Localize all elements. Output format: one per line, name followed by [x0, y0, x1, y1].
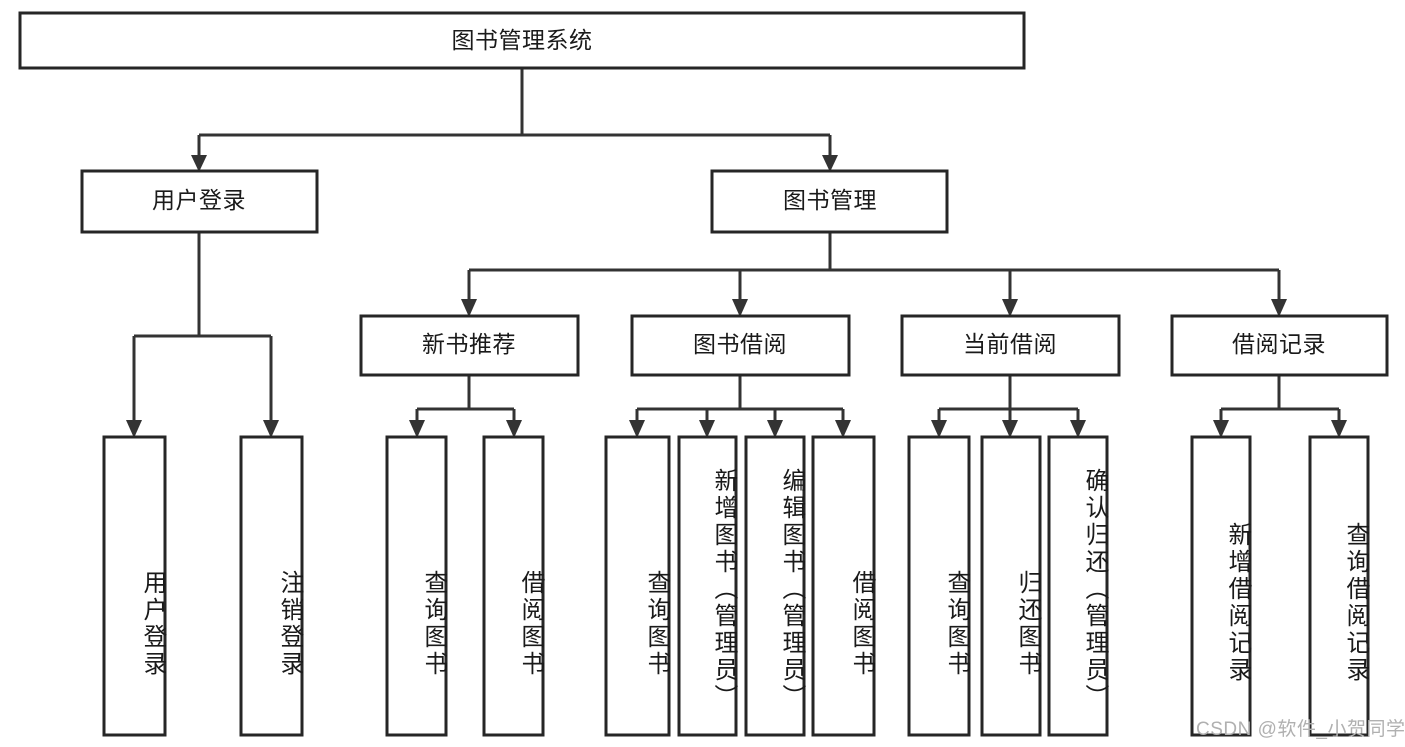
node-root[interactable]: 图书管理系统 — [18, 11, 1026, 70]
node-current-borrow-box[interactable] — [900, 314, 1121, 377]
leaf-add-book-admin-box[interactable] — [677, 435, 738, 737]
arrow-to-leaf-query-book-2 — [629, 420, 645, 438]
node-current-borrow[interactable]: 当前借阅 — [900, 314, 1121, 377]
node-borrow-record-box[interactable] — [1170, 314, 1389, 377]
connector-root-stem — [197, 68, 832, 156]
connector-book-borrow-stem — [635, 375, 845, 422]
arrow-to-book-borrow — [732, 299, 748, 317]
arrow-to-leaf-borrow-book-2 — [835, 420, 851, 438]
node-new-book-recommend-label: 新书推荐 — [422, 331, 516, 357]
leaf-return-book-box[interactable] — [980, 435, 1042, 737]
arrow-to-leaf-query-book-1 — [409, 420, 425, 438]
node-book-borrow[interactable]: 图书借阅 — [630, 314, 851, 377]
leaf-borrow-book-2-box[interactable] — [811, 435, 876, 737]
csdn-watermark: CSDN @软件_小贺同学 — [1196, 719, 1405, 740]
leaf-borrow-book-1-box[interactable] — [482, 435, 545, 737]
arrow-to-leaf-query-book-3 — [931, 420, 947, 438]
connector-book-management-stem — [467, 232, 1281, 301]
node-root-label: 图书管理系统 — [452, 27, 593, 53]
arrow-to-leaf-edit-book-admin — [767, 420, 783, 438]
leaf-add-borrow-record-box[interactable] — [1190, 435, 1252, 737]
arrow-to-current-borrow — [1002, 299, 1018, 317]
leaf-edit-book-admin-box[interactable] — [744, 435, 806, 737]
arrow-to-leaf-return-book — [1002, 420, 1018, 438]
leaf-logout-box[interactable] — [239, 435, 304, 737]
leaf-confirm-return-admin-box[interactable] — [1047, 435, 1109, 737]
connector-user-login-stem — [132, 232, 273, 422]
leaf-query-book-2-box[interactable] — [604, 435, 671, 737]
arrow-to-borrow-record — [1271, 299, 1287, 317]
arrow-to-leaf-add-book-admin — [699, 420, 715, 438]
node-borrow-record-label: 借阅记录 — [1232, 331, 1326, 357]
arrow-to-book-management — [822, 155, 838, 172]
arrow-to-user-login — [191, 155, 207, 172]
leaf-user-login-box[interactable] — [102, 435, 167, 737]
node-new-book-recommend[interactable]: 新书推荐 — [359, 314, 580, 377]
arrow-to-leaf-query-borrow-record — [1331, 420, 1347, 438]
connector-new-book-recommend-stem — [415, 375, 516, 422]
arrow-to-leaf-logout — [263, 420, 279, 438]
node-new-book-recommend-box[interactable] — [359, 314, 580, 377]
leaf-query-borrow-record-box[interactable] — [1308, 435, 1370, 737]
arrow-to-leaf-add-borrow-record — [1213, 420, 1229, 438]
node-book-management-box[interactable] — [710, 169, 949, 234]
node-borrow-record[interactable]: 借阅记录 — [1170, 314, 1389, 377]
leaf-query-book-3-box[interactable] — [907, 435, 971, 737]
node-book-management-label: 图书管理 — [783, 187, 877, 213]
leaf-boxes-layer — [102, 435, 1370, 737]
connector-current-borrow-stem — [937, 375, 1080, 422]
node-book-management[interactable]: 图书管理 — [710, 169, 949, 234]
node-user-login-box[interactable] — [80, 169, 319, 234]
node-current-borrow-label: 当前借阅 — [963, 331, 1057, 357]
leaf-query-book-1-box[interactable] — [385, 435, 448, 737]
node-user-login-label: 用户登录 — [152, 187, 246, 213]
node-root-box[interactable] — [18, 11, 1026, 70]
arrow-to-new-book-recommend — [461, 299, 477, 317]
connector-borrow-record-stem — [1219, 375, 1341, 422]
node-book-borrow-box[interactable] — [630, 314, 851, 377]
arrow-to-leaf-borrow-book-1 — [506, 420, 522, 438]
node-user-login[interactable]: 用户登录 — [80, 169, 319, 234]
connectors-layer — [126, 68, 1347, 438]
arrow-to-leaf-user-login — [126, 420, 142, 438]
node-book-borrow-label: 图书借阅 — [693, 331, 787, 357]
arrow-to-leaf-confirm-return-admin — [1070, 420, 1086, 438]
